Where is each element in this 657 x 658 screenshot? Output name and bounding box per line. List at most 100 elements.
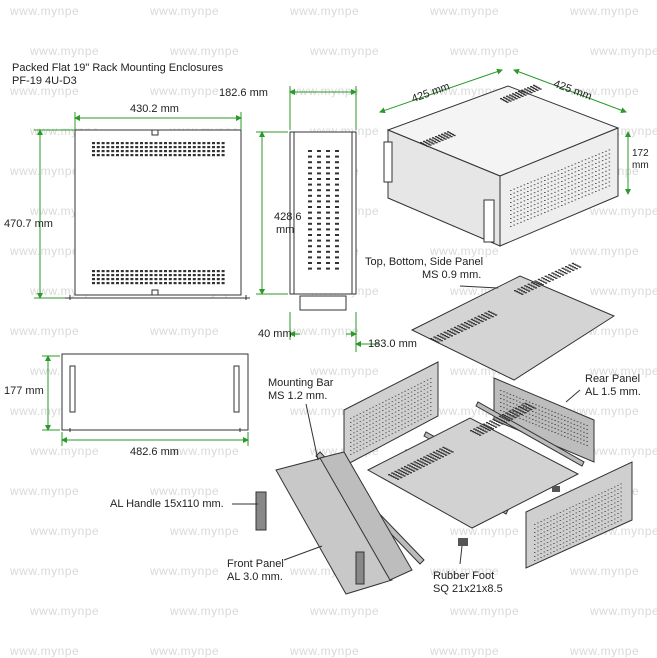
vent-slot [595,183,597,184]
vent-slot [188,282,191,285]
vent-slot [556,529,558,531]
vent-slot [576,421,579,423]
vent-slot [547,174,549,176]
vent-slot [445,332,448,334]
vent-slot [404,394,406,396]
vent-slot [573,267,576,269]
vent-slot [417,384,419,386]
vent-slot [350,454,352,455]
vent-slot [396,471,399,474]
vent-slot [595,159,597,160]
vent-slot [426,142,429,144]
vent-slot [423,401,426,403]
vent-slot [407,464,410,466]
vent-slot [362,435,365,437]
vent-slot [497,418,500,420]
vent-slot [556,275,559,277]
vent-slot [537,558,539,560]
vent-slot [546,276,549,278]
vent-slot [532,282,535,285]
vent-slot [531,285,534,287]
vent-slot [317,234,321,236]
vent-slot [537,210,539,212]
vent-slot [420,461,423,463]
vent-slot [452,329,455,331]
vent-slot [520,286,523,289]
vent-slot [335,166,339,169]
vent-slot [540,525,542,526]
vent-slot [149,142,153,145]
vent-slot [523,208,526,210]
vent-slot [601,176,604,178]
vent-slot [426,407,429,409]
vent-slot [495,417,498,419]
vent-slot [548,274,551,276]
vent-slot [591,168,594,170]
vent-slot [607,489,610,491]
vent-slot [216,282,220,285]
vent-slot [582,517,584,519]
vent-slot [533,286,536,288]
vent-slot [533,208,536,210]
vent-slot [610,524,613,525]
vent-slot [317,189,321,192]
vent-slot [595,187,597,188]
vent-slot [464,322,467,324]
vent-slot [527,199,529,200]
vent-slot [391,405,394,407]
vent-slot [529,405,532,407]
vent-slot [372,418,374,420]
vent-slot [430,414,432,415]
vent-slot [576,425,579,427]
vent-slot [212,142,215,145]
vent-slot [598,177,600,179]
vent-slot [598,498,600,499]
vent-slot [438,457,441,460]
vent-slot [583,427,585,429]
vent-slot [449,334,452,336]
vent-slot [578,523,581,524]
vent-slot [559,536,562,537]
vent-slot [317,250,321,253]
vent-slot [308,166,312,169]
vent-slot [594,523,597,525]
vent-slot [410,415,413,417]
vent-slot [520,185,522,187]
vent-slot [515,290,518,293]
vent-slot [525,416,528,418]
vent-slot [536,281,539,283]
vent-slot [106,150,110,153]
vent-slot [573,431,576,433]
vent-slot [547,210,549,212]
vent-slot [567,166,570,168]
vent-slot [594,531,597,533]
vent-slot [427,140,430,142]
vent-slot [135,270,139,273]
vent-slot [567,186,570,188]
vent-slot [509,401,512,403]
vent-slot [164,154,167,157]
vent-slot [96,150,100,153]
vent-slot [404,469,407,471]
vent-slot [522,419,524,420]
vent-slot [540,533,542,534]
vent-slot [536,89,539,91]
vent-slot [574,199,577,201]
vent-slot [450,328,453,330]
vent-slot [106,142,110,145]
vent-slot [566,545,568,546]
vent-slot [543,547,546,549]
vent-slot [540,189,543,191]
vent-slot [101,142,105,145]
vent-slot [564,420,566,421]
vent-slot [436,136,439,139]
vent-slot [444,338,447,340]
vent-slot [353,444,355,446]
vent-slot [388,426,390,428]
vent-slot [430,338,433,340]
vent-slot [598,530,600,531]
vent-slot [385,404,387,406]
vent-slot [537,202,539,204]
vent-slot [438,339,441,341]
vent-slot [562,514,565,516]
